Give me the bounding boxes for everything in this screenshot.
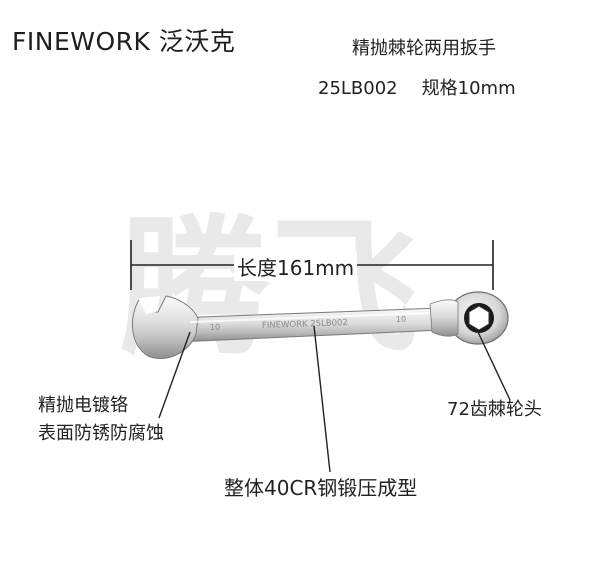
length-label: 长度161mm: [234, 252, 358, 281]
leader-line-ratchet: [477, 331, 511, 401]
callout-finish-line1: 精抛电镀铬: [38, 395, 128, 416]
leader-line-finish: [158, 331, 191, 419]
callout-material: 整体40CR钢锻压成型: [224, 476, 418, 500]
size-mark-left: 10: [210, 323, 220, 332]
product-name: 精抛棘轮两用扳手: [352, 38, 496, 59]
open-end-head: [131, 295, 199, 360]
size-mark-right: 10: [396, 315, 406, 324]
wrench-engraving: FINEWORK 25LB002: [262, 318, 348, 331]
wrench: FINEWORK 25LB002 10 10: [131, 291, 509, 360]
open-end-jaw: [138, 296, 160, 314]
ratchet-neck: [429, 299, 459, 337]
callout-finish-line2: 表面防锈防腐蚀: [38, 423, 164, 444]
callout-finish: 精抛电镀铬 表面防锈防腐蚀: [38, 392, 164, 448]
size-spec: 规格10mm: [421, 78, 516, 99]
model-number: 25LB002: [318, 78, 398, 99]
brand-name: FINEWORK 泛沃克: [12, 27, 236, 56]
ratchet-socket: [468, 305, 490, 331]
spec-line: 25LB002 规格10mm: [318, 74, 516, 100]
callout-ratchet-head: 72齿棘轮头: [447, 399, 542, 420]
leader-line-material: [313, 325, 331, 473]
